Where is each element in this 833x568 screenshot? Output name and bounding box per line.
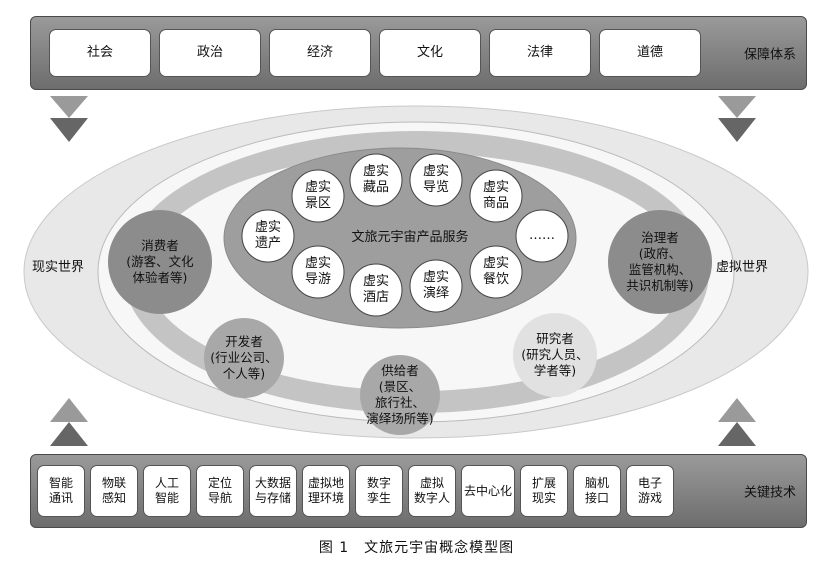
service-circle-dining <box>469 245 523 299</box>
product-service-label: 文旅元宇宙产品服务 <box>351 230 469 245</box>
service-circle-collection <box>349 153 403 207</box>
service-circle-heritage <box>241 209 295 263</box>
developer-circle <box>204 318 284 398</box>
support-item-morality: 道德 <box>599 29 701 77</box>
tech-item-video-games: 电子 游戏 <box>626 465 674 517</box>
key-technology-bar: 智能 通讯 物联 感知 人工 智能 定位 导航 大数据 与存储 虚拟地 理环境 … <box>30 454 807 528</box>
service-label-guide: 虚实 导游 <box>304 256 332 287</box>
service-circle-guide-tour <box>409 153 463 207</box>
service-circle-performance <box>409 259 463 313</box>
support-system-bar: 社会 政治 经济 文化 法律 道德 保障体系 <box>30 16 807 90</box>
service-label-heritage: 虚实 遗产 <box>254 220 282 251</box>
tech-item-bci: 脑机 接口 <box>573 465 621 517</box>
service-circle-more <box>515 209 569 263</box>
virtual-world-label: 虚拟世界 <box>715 260 769 275</box>
consumer-label: 消费者 (游客、文化 体验者等) <box>126 238 194 285</box>
tech-item-virtual-human: 虚拟 数字人 <box>408 465 456 517</box>
left-down-arrow-icon <box>50 96 88 142</box>
service-label-hotel: 虚实 酒店 <box>362 274 390 305</box>
real-world-label: 现实世界 <box>31 260 85 275</box>
consumer-circle <box>108 210 212 314</box>
tech-item-big-data: 大数据 与存储 <box>249 465 297 517</box>
service-label-more: …… <box>529 228 555 243</box>
tech-item-xr: 扩展 现实 <box>520 465 568 517</box>
researcher-label: 研究者 (研究人员、 学者等) <box>521 331 589 378</box>
service-label-performance: 虚实 演绎 <box>422 270 450 301</box>
key-technology-label: 关键技术 <box>743 485 796 501</box>
service-circle-hotel <box>349 263 403 317</box>
support-item-economy: 经济 <box>269 29 371 77</box>
service-circle-scenic <box>291 169 345 223</box>
support-system-label: 保障体系 <box>743 47 796 63</box>
service-label-collection: 虚实 藏品 <box>362 164 390 195</box>
support-item-culture: 文化 <box>379 29 481 77</box>
tech-item-decentralization: 去中心化 <box>461 465 515 517</box>
governor-label: 治理者 (政府、 监管机构、 共识机制等) <box>626 230 694 293</box>
service-label-guide-tour: 虚实 导览 <box>422 164 450 195</box>
service-label-goods: 虚实 商品 <box>482 180 510 211</box>
support-item-politics: 政治 <box>159 29 261 77</box>
support-item-society: 社会 <box>49 29 151 77</box>
researcher-circle <box>513 313 597 397</box>
supplier-label: 供给者 (景区、 旅行社、 演绎场所等) <box>366 363 434 426</box>
supplier-circle <box>360 355 440 435</box>
governor-circle <box>608 210 712 314</box>
tech-item-ai: 人工 智能 <box>143 465 191 517</box>
tech-item-digital-twin: 数字 孪生 <box>355 465 403 517</box>
support-item-law: 法律 <box>489 29 591 77</box>
service-label-scenic: 虚实 景区 <box>304 180 332 211</box>
developer-label: 开发者 (行业公司、 个人等) <box>210 334 278 381</box>
tech-item-positioning: 定位 导航 <box>196 465 244 517</box>
left-up-arrow-icon <box>50 398 88 446</box>
service-circle-guide <box>291 245 345 299</box>
tech-item-iot-sensing: 物联 感知 <box>90 465 138 517</box>
service-circle-goods <box>469 169 523 223</box>
tech-item-smart-communication: 智能 通讯 <box>37 465 85 517</box>
service-label-dining: 虚实 餐饮 <box>482 256 510 287</box>
right-up-arrow-icon <box>718 398 756 446</box>
figure-caption: 图 1 文旅元宇宙概念模型图 <box>318 540 515 556</box>
right-down-arrow-icon <box>718 96 756 142</box>
tech-item-virtual-geography: 虚拟地 理环境 <box>302 465 350 517</box>
